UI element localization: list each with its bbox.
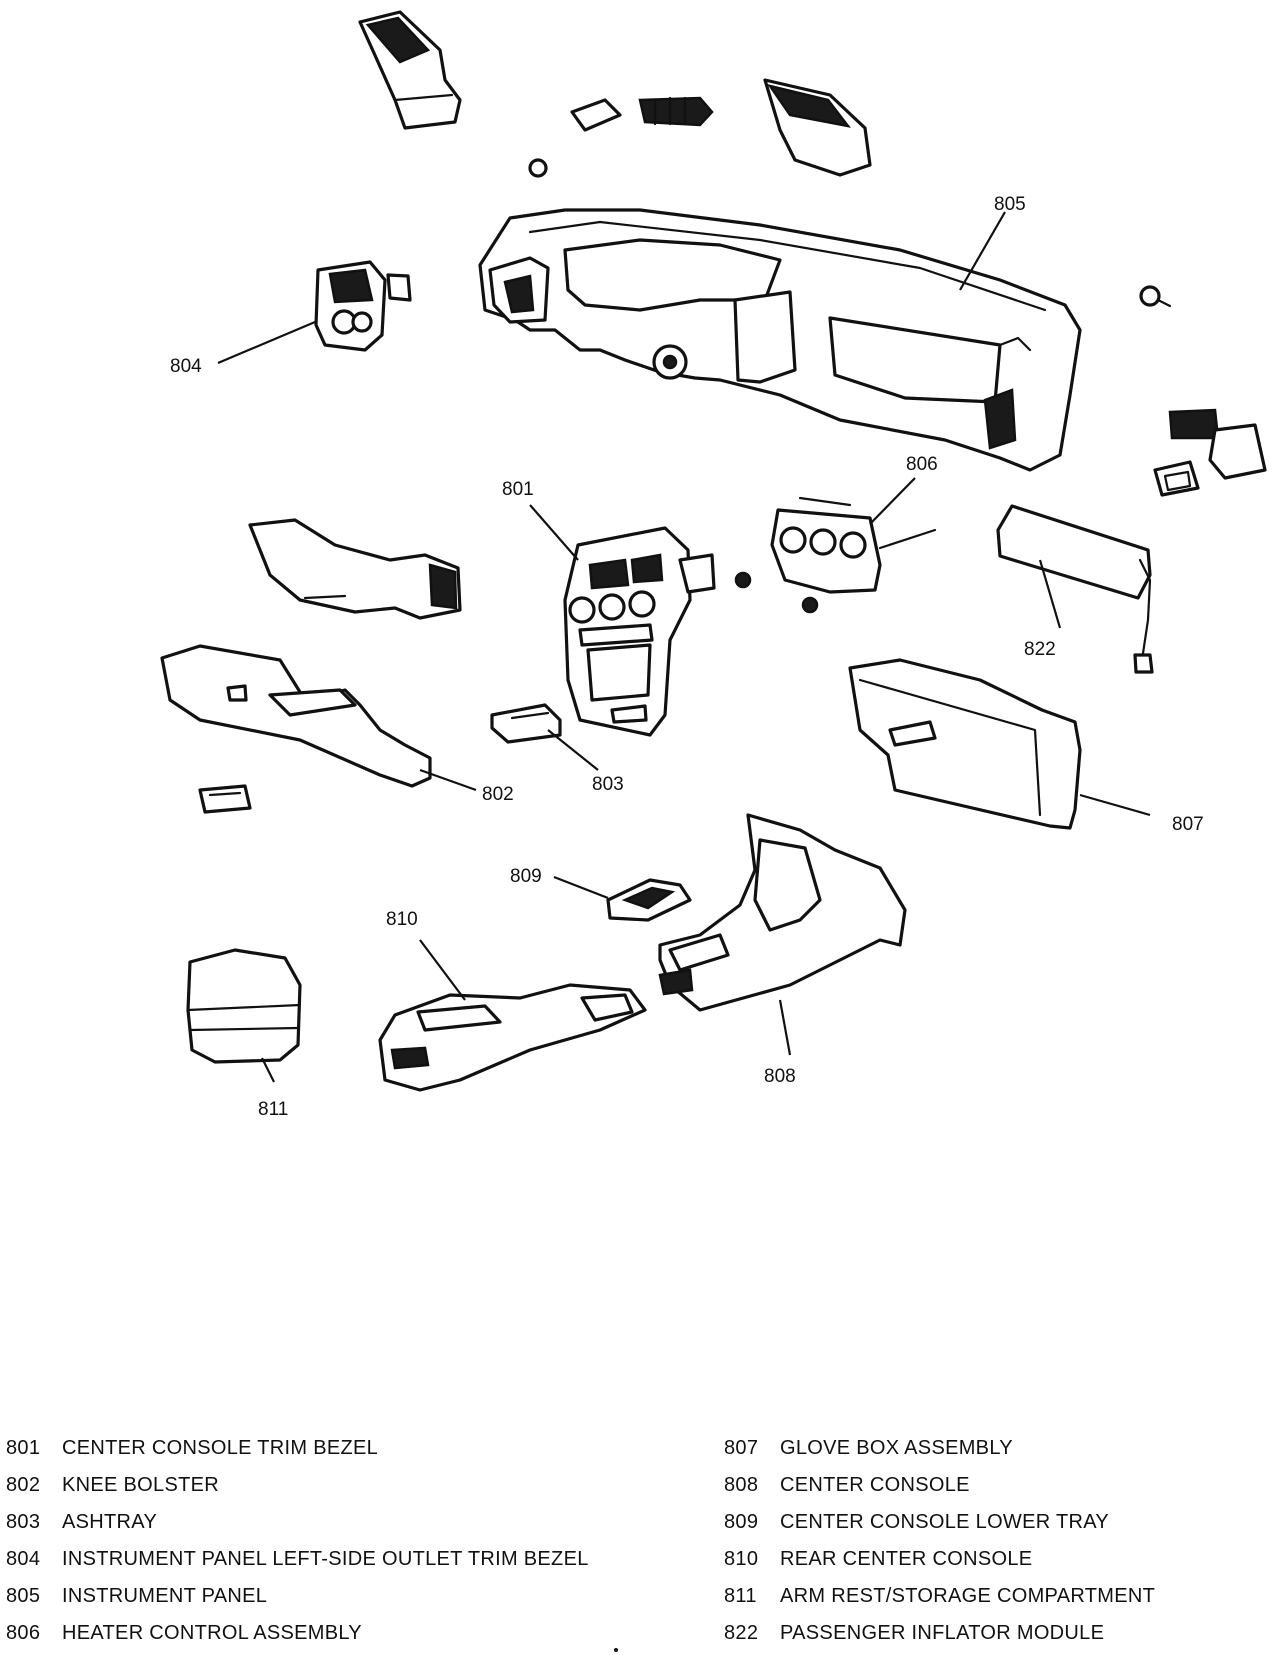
legend-row: 810 REAR CENTER CONSOLE [724,1541,1155,1578]
callout-811: 811 [258,1099,288,1120]
leader-lines [217,211,1151,1083]
legend-row: 811 ARM REST/STORAGE COMPARTMENT [724,1578,1155,1615]
callout-810: 810 [386,909,418,930]
legend-number: 809 [724,1511,759,1533]
legend-number: 802 [6,1474,41,1496]
center-console-trim-bezel [563,526,716,737]
legend-number: 804 [6,1548,41,1570]
wiring-clips [528,96,714,178]
legend-label: INSTRUMENT PANEL [62,1585,268,1607]
callout-806: 806 [906,454,938,475]
callout-807: 807 [1172,814,1204,835]
legend-row: 804 INSTRUMENT PANEL LEFT-SIDE OUTLET TRI… [6,1541,589,1578]
legend-number: 806 [6,1622,41,1644]
callout-802: 802 [482,784,514,805]
legend-number: 822 [724,1622,759,1644]
callout-804: 804 [170,356,202,377]
legend-label: PASSENGER INFLATOR MODULE [780,1622,1105,1644]
legend-label: ASHTRAY [62,1511,158,1533]
legend-row: 809 CENTER CONSOLE LOWER TRAY [724,1504,1155,1541]
callout-805: 805 [994,194,1026,215]
legend-label: GLOVE BOX ASSEMBLY [780,1437,1013,1459]
legend-label: INSTRUMENT PANEL LEFT-SIDE OUTLET TRIM B… [62,1548,589,1570]
legend-left-column: 801 CENTER CONSOLE TRIM BEZEL 802 KNEE BOL… [6,1430,589,1652]
legend-number: 811 [724,1585,757,1607]
legend-row: 806 HEATER CONTROL ASSEMBLY [6,1615,589,1652]
defroster-duct-left [358,10,462,130]
legend-number: 805 [6,1585,41,1607]
legend-row: 807 GLOVE BOX ASSEMBLY [724,1430,1155,1467]
legend-row: 822 PASSENGER INFLATOR MODULE [724,1615,1155,1652]
right-outlet-pieces [1153,408,1267,497]
instrument-panel [478,208,1082,472]
rear-center-console [378,983,647,1092]
legend-row: 803 ASHTRAY [6,1504,589,1541]
stray-dot [614,1648,618,1652]
steering-column-duct [248,518,462,620]
defroster-duct-right [763,78,872,177]
legend-row: 805 INSTRUMENT PANEL [6,1578,589,1615]
legend-number: 801 [6,1437,41,1459]
legend-label: KNEE BOLSTER [62,1474,219,1496]
callout-809: 809 [510,866,542,887]
callout-803: 803 [592,774,624,795]
legend-number: 803 [6,1511,41,1533]
glove-box-assembly [848,658,1082,830]
legend-label: CENTER CONSOLE [780,1474,970,1496]
legend-row: 808 CENTER CONSOLE [724,1467,1155,1504]
callout-822: 822 [1024,639,1056,660]
arm-rest-storage [186,948,302,1064]
legend-number: 808 [724,1474,759,1496]
legend-label: ARM REST/STORAGE COMPARTMENT [780,1585,1156,1607]
legend-row: 802 KNEE BOLSTER [6,1467,589,1504]
heater-control-assembly [734,496,937,614]
legend-number: 810 [724,1548,759,1570]
parts-legend: 801 CENTER CONSOLE TRIM BEZEL 802 KNEE BOL… [0,1430,1280,1662]
legend-number: 807 [724,1437,759,1459]
callout-801: 801 [502,479,534,500]
legend-row: 801 CENTER CONSOLE TRIM BEZEL [6,1430,589,1467]
legend-label: HEATER CONTROL ASSEMBLY [62,1622,362,1644]
passenger-inflator-module [996,504,1154,674]
knee-bolster [160,644,432,814]
center-console-lower-tray [606,878,692,922]
legend-label: CENTER CONSOLE LOWER TRAY [780,1511,1110,1533]
left-outlet-trim-bezel [314,260,412,352]
legend-label: CENTER CONSOLE TRIM BEZEL [62,1437,379,1459]
ashtray [490,703,562,744]
clip-right [1139,285,1172,308]
callout-808: 808 [764,1066,796,1087]
legend-label: REAR CENTER CONSOLE [780,1548,1033,1570]
center-console [658,813,907,1012]
